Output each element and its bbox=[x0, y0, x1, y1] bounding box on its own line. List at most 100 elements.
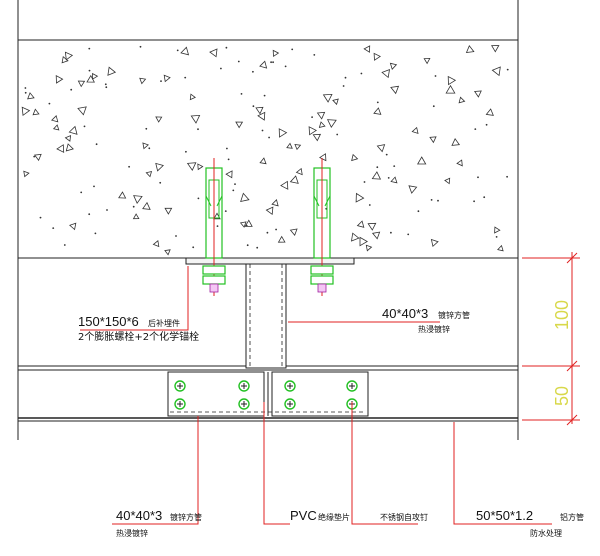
hatch-aggregate bbox=[289, 228, 298, 236]
hatch-aggregate bbox=[239, 221, 247, 228]
anchor-nut-upper bbox=[310, 265, 334, 275]
hatch-dot bbox=[313, 54, 316, 56]
hatch-dot bbox=[105, 86, 108, 89]
hatch-dot bbox=[185, 150, 187, 153]
hatch-dot bbox=[344, 76, 347, 79]
hatch-dot bbox=[240, 93, 243, 95]
hatch-dot bbox=[176, 49, 179, 52]
hatch-aggregate bbox=[363, 45, 371, 53]
hatch-dot bbox=[495, 236, 498, 238]
hatch-aggregate bbox=[259, 60, 268, 69]
hatch-dot bbox=[88, 47, 91, 50]
hatch-dot bbox=[128, 165, 131, 168]
hatch-aggregate bbox=[417, 156, 427, 165]
hatch-aggregate bbox=[33, 153, 42, 162]
hatch-aggregate bbox=[21, 106, 31, 117]
hatch-dot bbox=[148, 147, 151, 150]
hatch-dot bbox=[252, 105, 255, 108]
anchor-nut-upper bbox=[202, 265, 226, 275]
hatch-dot bbox=[227, 158, 230, 161]
hatch-dot bbox=[506, 175, 508, 178]
hatch-aggregate bbox=[180, 46, 190, 56]
anchor-bolt-end bbox=[317, 283, 327, 293]
hatch-aggregate bbox=[61, 55, 69, 64]
hatch-dot bbox=[393, 165, 396, 168]
label-bottom-tube-size: 50*50*1.2 bbox=[476, 508, 533, 523]
hatch-aggregate bbox=[359, 236, 369, 247]
hatch-aggregate bbox=[318, 121, 326, 128]
hatch-dot bbox=[376, 101, 379, 104]
hatch-dot bbox=[256, 246, 259, 249]
hatch-dot bbox=[48, 102, 51, 105]
hatch-aggregate bbox=[491, 66, 501, 77]
hatch-dot bbox=[197, 197, 200, 200]
hatch-aggregate bbox=[186, 162, 197, 172]
hatch-dot bbox=[275, 228, 277, 231]
hatch-dot bbox=[104, 83, 107, 86]
self-tapping-screws bbox=[174, 380, 358, 410]
hatch-dot bbox=[33, 155, 36, 158]
hatch-aggregate bbox=[77, 80, 86, 88]
hatch-dot bbox=[272, 61, 274, 64]
hatch-aggregate bbox=[294, 144, 302, 151]
left-connection-plate bbox=[167, 371, 265, 417]
hatch-aggregate bbox=[371, 231, 381, 240]
hatch-aggregate bbox=[497, 244, 504, 252]
hatch-aggregate bbox=[163, 74, 171, 83]
hatch-dot bbox=[284, 65, 287, 68]
hatch-aggregate bbox=[65, 143, 74, 152]
hatch-dot bbox=[336, 133, 339, 136]
hatch-dot bbox=[226, 147, 228, 150]
hatch-aggregate bbox=[142, 201, 151, 210]
hatch-dot bbox=[432, 105, 435, 108]
hatch-aggregate bbox=[373, 52, 381, 61]
hatch-aggregate bbox=[118, 191, 127, 199]
label-lower-tube-name: 镀锌方管 bbox=[170, 512, 202, 522]
hatch-aggregate bbox=[451, 138, 461, 146]
hatch-aggregate bbox=[390, 85, 400, 95]
hatch-aggregate bbox=[27, 92, 35, 100]
hatch-dot bbox=[360, 72, 363, 75]
hatch-dot bbox=[506, 68, 509, 71]
hatch-aggregate bbox=[390, 176, 398, 184]
hatch-aggregate bbox=[132, 213, 140, 220]
hatch-dot bbox=[94, 232, 97, 235]
anchor-wedge-left bbox=[205, 195, 212, 207]
leader-embed-plate bbox=[80, 266, 189, 331]
hatch-dot bbox=[485, 123, 488, 126]
hatch-aggregate bbox=[142, 142, 149, 150]
hatch-aggregate bbox=[485, 108, 494, 116]
hatch-dot bbox=[237, 60, 240, 63]
anchor-wedge-left bbox=[313, 195, 320, 207]
hatch-aggregate bbox=[289, 175, 299, 184]
anchor-nut-lower bbox=[202, 275, 226, 285]
hatch-aggregate bbox=[389, 62, 398, 70]
label-bolt-spec: 2个膨胀螺栓+2个化学锚栓 bbox=[78, 330, 199, 343]
concrete-slab bbox=[17, 39, 519, 259]
hatch-dot bbox=[197, 128, 199, 131]
anchor-wedge-right bbox=[324, 195, 331, 207]
dim-tick-top bbox=[566, 252, 578, 264]
hatch-aggregate bbox=[350, 232, 360, 242]
hatch-aggregate bbox=[316, 111, 326, 120]
hatch-aggregate bbox=[351, 153, 359, 162]
hatch-aggregate bbox=[257, 111, 266, 121]
hatch-aggregate bbox=[77, 106, 87, 116]
dim-lower-text: 50 bbox=[552, 386, 572, 406]
hatch-dot bbox=[266, 231, 269, 234]
hatch-aggregate bbox=[286, 142, 293, 149]
label-upper-tube-name: 镀锌方管 bbox=[438, 310, 470, 320]
hatch-dot bbox=[234, 183, 236, 186]
hatch-aggregate bbox=[64, 51, 74, 61]
leader-pvc bbox=[263, 402, 290, 525]
hatch-dot bbox=[311, 116, 313, 118]
hatch-aggregate bbox=[308, 126, 317, 136]
hatch-aggregate bbox=[64, 134, 72, 142]
hatch-aggregate bbox=[164, 249, 171, 256]
hatch-dot bbox=[175, 235, 177, 237]
hatch-aggregate bbox=[430, 238, 439, 248]
dim-tick-mid bbox=[566, 360, 578, 372]
vertical-tube bbox=[245, 263, 287, 369]
dim-upper-text: 100 bbox=[552, 300, 572, 330]
anchor-bolt-end bbox=[209, 283, 219, 293]
